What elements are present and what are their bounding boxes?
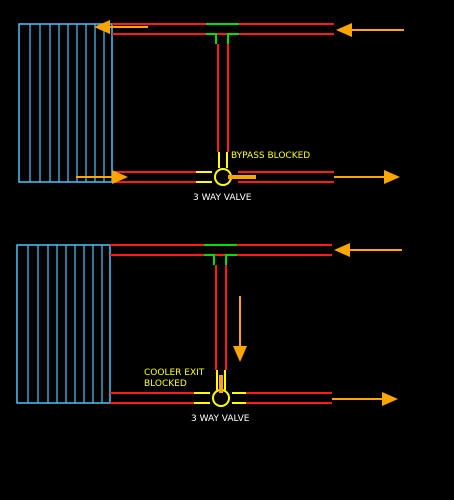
arrow-head-right-icon: [112, 170, 128, 184]
diagram-bottom: COOLER EXIT BLOCKED 3 WAY VALVE: [16, 243, 402, 424]
radiator-outline: [18, 23, 113, 183]
outlet-pipe-bottom: [110, 392, 332, 404]
state-label-blocked: BLOCKED: [144, 379, 187, 389]
diagram-top: BYPASS BLOCKED 3 WAY VALVE: [18, 20, 404, 203]
arrow-head-right-icon: [384, 170, 400, 184]
flow-arrows-top: [76, 20, 404, 184]
tee-fitting-top: [206, 23, 239, 44]
valve-label-bottom: 3 WAY VALVE: [191, 414, 250, 424]
three-way-valve-top: [196, 152, 256, 186]
arrow-head-right-icon: [382, 392, 398, 406]
radiator-bottom: [16, 244, 111, 404]
bypass-pipe-top: [217, 44, 229, 152]
arrow-head-left-icon: [94, 20, 110, 34]
tee-right: [227, 33, 239, 44]
radiator-top: [18, 23, 113, 183]
arrow-head-down-icon: [233, 346, 247, 362]
tee-right: [225, 254, 237, 265]
three-way-valve-bottom: [194, 370, 246, 407]
tee-left: [204, 254, 215, 265]
outlet-pipe-top: [112, 171, 334, 183]
radiator-outline: [16, 244, 111, 404]
tee-fitting-bottom: [204, 244, 237, 265]
flow-arrows-bottom: [233, 243, 402, 406]
state-label-cooler-exit: COOLER EXIT: [144, 368, 205, 378]
arrow-head-left-icon: [334, 243, 350, 257]
arrow-head-left-icon: [336, 23, 352, 37]
tee-left: [206, 33, 217, 44]
bypass-pipe-bottom: [215, 265, 227, 370]
valve-label-top: 3 WAY VALVE: [193, 193, 252, 203]
state-label-bypass-blocked: BYPASS BLOCKED: [231, 151, 310, 161]
